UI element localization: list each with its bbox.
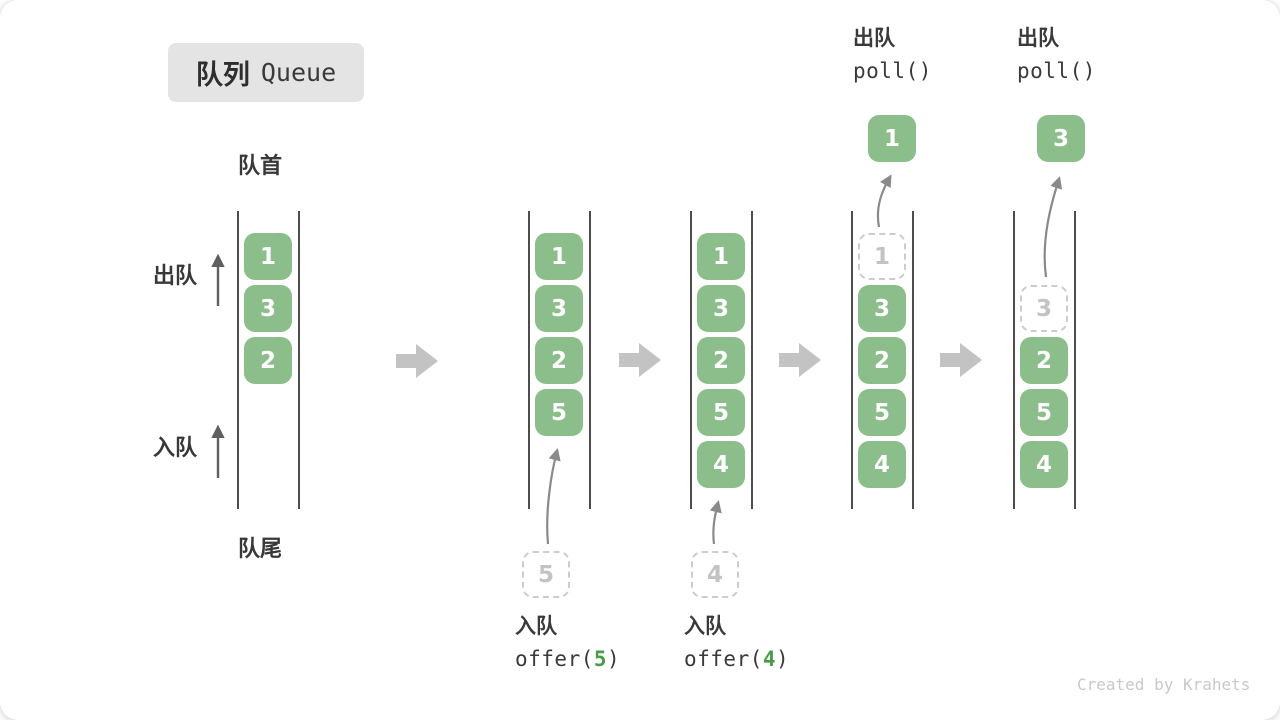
caption-code: offer(4) (684, 649, 789, 670)
queue-container-line-right (1074, 211, 1076, 509)
queue-container-line-left (1013, 211, 1015, 509)
queue-item: 1 (535, 233, 583, 280)
enqueue-curved-arrow-offer5 (546, 448, 561, 545)
caption-label: 入队 (684, 615, 726, 638)
queue-item: 3 (535, 285, 583, 332)
queue-item: 2 (244, 337, 292, 384)
queue-item: 2 (1020, 337, 1068, 384)
caption-code: offer(5) (515, 649, 620, 670)
queue-item-dashed: 1 (858, 233, 906, 280)
queue-container-line-right (298, 211, 300, 509)
queue-item: 3 (244, 285, 292, 332)
queue-item: 5 (858, 389, 906, 436)
caption-label: 出队 (1017, 27, 1059, 50)
code-suffix: ) (607, 647, 621, 671)
queue-container-line-right (912, 211, 914, 509)
title-zh: 队列 (195, 60, 250, 90)
queue-container-line-left (851, 211, 853, 509)
title-badge: 队列 Queue (168, 43, 364, 102)
code-argument: 5 (593, 647, 608, 671)
queue-item-dashed: 3 (1020, 285, 1068, 332)
queue-item: 5 (697, 389, 745, 436)
watermark: Created by Krahets (1077, 675, 1251, 694)
queue-item: 2 (535, 337, 583, 384)
code-argument: 4 (762, 647, 777, 671)
queue-item: 5 (1020, 389, 1068, 436)
caption-label: 出队 (853, 27, 895, 50)
queue-item: 4 (858, 441, 906, 488)
enqueue-curved-arrow-offer4 (709, 500, 722, 545)
removed-item: 3 (1037, 115, 1085, 162)
queue-container-line-left (690, 211, 692, 509)
label-queue-rear: 队尾 (238, 536, 283, 561)
right-block-arrow-1 (396, 344, 438, 378)
queue-item: 5 (535, 389, 583, 436)
caption-code: poll() (853, 59, 932, 83)
caption-code: poll() (1017, 59, 1096, 83)
queue-container-line-right (589, 211, 591, 509)
queue-item: 3 (858, 285, 906, 332)
queue-item: 4 (1020, 441, 1068, 488)
pending-item: 4 (691, 551, 739, 598)
caption-enqueue: 入队 offer(5) (515, 616, 620, 670)
queue-container-line-right (751, 211, 753, 509)
caption-dequeue: 出队 poll() (1017, 28, 1096, 82)
queue-item: 1 (697, 233, 745, 280)
label-dequeue: 出队 (153, 263, 198, 288)
code-prefix: offer( (684, 647, 763, 671)
code-suffix: ) (776, 647, 790, 671)
title-en: Queue (260, 58, 337, 87)
label-enqueue: 入队 (153, 435, 198, 460)
pending-item: 5 (522, 551, 570, 598)
caption-label: 入队 (515, 615, 557, 638)
dequeue-curved-arrow-poll1 (876, 174, 892, 228)
queue-item: 4 (697, 441, 745, 488)
right-block-arrow-2 (619, 343, 661, 377)
right-block-arrow-3 (779, 343, 821, 377)
label-queue-front: 队首 (238, 153, 283, 178)
dequeue-curved-arrow-poll3 (1043, 176, 1063, 278)
queue-container-line-left (237, 211, 239, 509)
queue-item: 3 (697, 285, 745, 332)
queue-item: 1 (244, 233, 292, 280)
code-prefix: offer( (515, 647, 594, 671)
caption-enqueue: 入队 offer(4) (684, 616, 789, 670)
caption-dequeue: 出队 poll() (853, 28, 932, 82)
queue-item: 2 (858, 337, 906, 384)
queue-container-line-left (528, 211, 530, 509)
queue-item: 2 (697, 337, 745, 384)
right-block-arrow-4 (940, 343, 982, 377)
removed-item: 1 (868, 115, 916, 162)
